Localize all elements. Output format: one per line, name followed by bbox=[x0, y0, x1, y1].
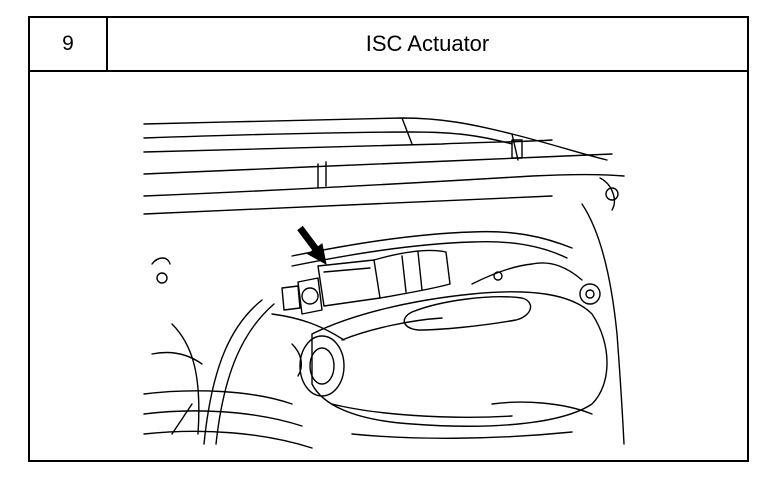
section-title: ISC Actuator bbox=[365, 31, 490, 56]
engine-illustration bbox=[143, 117, 625, 449]
document-frame: 9 ISC Actuator bbox=[28, 16, 749, 462]
section-header: 9 ISC Actuator bbox=[30, 18, 747, 72]
section-number: 9 bbox=[30, 18, 108, 70]
pointer-arrow-icon bbox=[297, 225, 327, 265]
